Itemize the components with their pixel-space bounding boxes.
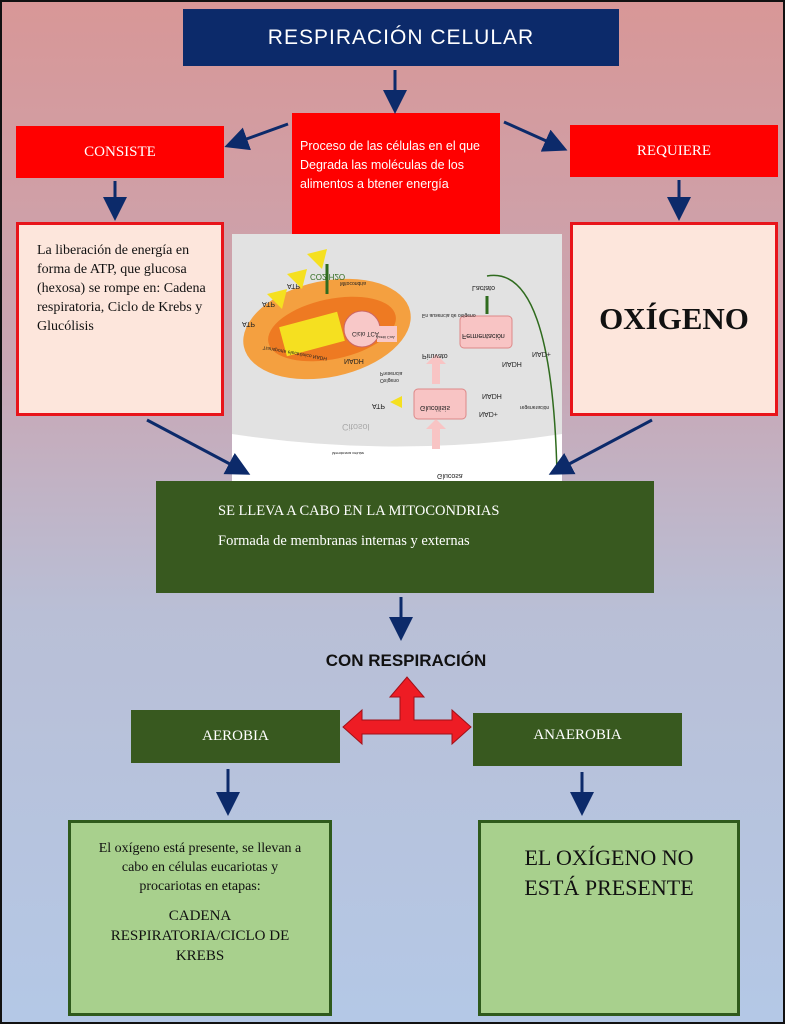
label-nad: NAD+ [532,350,551,357]
definition-line: Degrada las moléculas de los [300,158,464,172]
acetyl-box [377,326,397,342]
aerobia-description: El oxígeno está presente, se llevan a ca… [98,841,302,894]
glycolysis-box [413,388,467,420]
aerobia-box: AEROBIA [131,710,340,763]
glucose-arrow [426,419,446,449]
consiste-text-box: La liberación de energía en forma de ATP… [16,222,224,416]
label-membrane: Membrana celular [332,451,365,456]
label-lactate: Lactato [472,284,495,291]
definition-line: alimentos a btener energía [300,177,449,191]
arrow-left-to-mitochondria [146,418,251,475]
anaerobia-text-box: EL OXÍGENO NO ESTÁ PRESENTE [478,820,740,1016]
label-atp: ATP [262,300,275,307]
atp-yellow-arrow [287,269,307,289]
label-presence: Presencia [380,370,402,376]
label-mitocondria: Mitocondria [340,280,366,286]
label-nadh: NADH [482,392,502,399]
label-atp: ATP [372,402,385,409]
label-atp: ATP [242,320,255,327]
anaerobia-box: ANAEROBIA [473,713,682,766]
label-nad: NAD+ [479,410,498,417]
mitochondria-line: Formada de membranas internas y externas [218,533,470,549]
label-nadh: NADH [502,360,522,367]
label-co2-h2o: CO2 H2O [310,272,345,281]
label-tca: Ciclo TCA [352,330,379,336]
label-cytosol: Citosol [342,422,370,432]
three-way-red-arrow [342,676,472,746]
atp-yellow-arrow [307,249,327,269]
pyruvate-arrow [426,354,446,384]
arrow-right-to-mitochondria [548,418,653,475]
label-acetyl: Acetil CoA [376,335,395,340]
mitochondria-box: SE LLEVA A CABO EN LA MITOCONDRIAS Forma… [156,481,654,593]
atp-yellow-arrow [267,289,287,309]
arrow-to-consiste [224,122,289,151]
atp-yellow-arrow [390,396,402,408]
label-fermentation: Fermentación [462,332,505,339]
arrow-to-requiere [503,120,568,152]
label-atp: ATP [287,282,300,289]
aerobia-text-box: El oxígeno está presente, se llevan a ca… [68,820,332,1016]
mitochondria-line: SE LLEVA A CABO EN LA MITOCONDRIAS [218,503,500,519]
consiste-box: CONSISTE [16,126,224,178]
label-glycolysis: Glucólisis [420,404,450,411]
aerobia-stages: CADENA RESPIRATORIA/CICLO DE KREBS [110,908,290,964]
label-oxygen: Oxígeno [380,377,399,383]
cell-membrane-area [232,434,562,481]
fermentation-box [459,315,513,349]
label-glucose: Glucosa [437,472,463,479]
label-absence: En ausencia de oxígeno [422,312,476,318]
definition-line: Proceso de las células en el que [300,139,480,153]
oxygen-box: OXÍGENO [570,222,778,416]
definition-box: Proceso de las células en el que Degrada… [292,113,500,238]
requiere-box: REQUIERE [570,125,778,177]
label-regeneration: regeneración [520,404,549,410]
title-box: RESPIRACIÓN CELULAR [183,9,619,66]
tca-cycle-circle [343,310,381,348]
con-respiracion-label: CON RESPIRACIÓN [325,651,487,670]
label-pyruvate: Piruvato [422,352,448,359]
respiration-figure: ATP ATP ATP ATP CO2 H2O Mitocondria Cicl… [232,234,562,481]
label-nadh: NADH [344,357,364,364]
